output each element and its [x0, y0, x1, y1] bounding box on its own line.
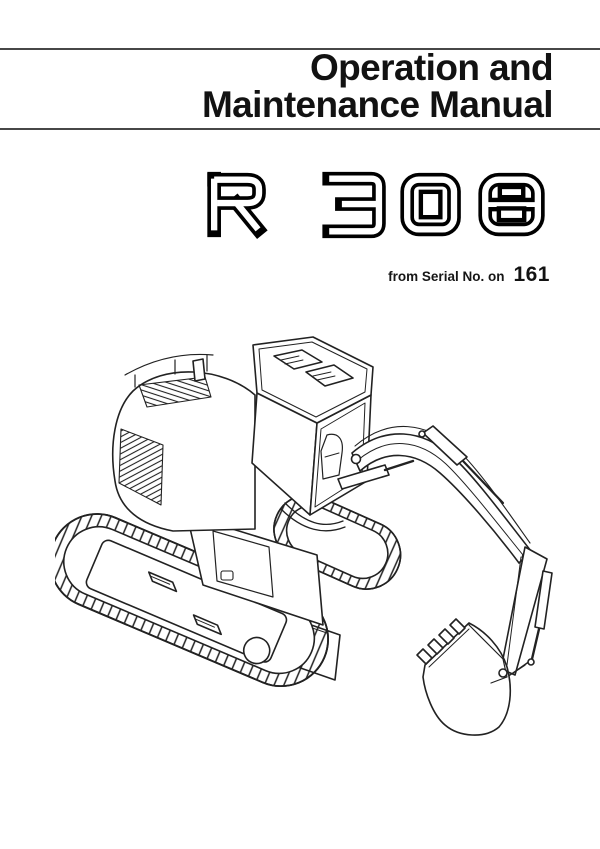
bucket-tooth [449, 618, 466, 635]
excavator-line-art [55, 336, 553, 736]
bucket-pivot [498, 668, 508, 678]
track-grouser [147, 571, 178, 593]
boom-cylinder [337, 464, 390, 490]
bucket-cylinder [534, 570, 553, 630]
page-title-line2: Maintenance Manual [201, 84, 554, 125]
roof-skylight [273, 349, 323, 370]
excavator-illustration [55, 333, 575, 765]
engine-vents [118, 428, 164, 506]
header-bottom-rule [0, 128, 600, 130]
bucket-tooth [438, 628, 455, 645]
roof-skylight [305, 364, 354, 387]
bucket-tooth [416, 648, 433, 665]
page-title-line1: Operation and [310, 47, 554, 88]
model-logo [200, 166, 553, 244]
exhaust-stack [192, 358, 206, 382]
machine-body-panel [186, 514, 324, 626]
model-logo-graphic [207, 171, 545, 239]
boom-pivot [350, 453, 362, 465]
serial-note: from Serial No. on 161 [388, 263, 550, 287]
hydraulic-hoses [284, 502, 344, 525]
bucket-tooth [427, 638, 444, 655]
bucket-linkage [506, 660, 531, 678]
serial-label: from Serial No. on [388, 269, 505, 284]
left-track [55, 513, 329, 688]
engine-top-grille [138, 376, 212, 408]
handrail [124, 353, 214, 376]
operator-seat [320, 433, 343, 480]
bucket [422, 622, 512, 736]
page-title: Operation and Maintenance Manual [201, 47, 554, 125]
header-top-rule [0, 48, 600, 50]
stick [500, 546, 548, 676]
serial-number: 161 [513, 263, 550, 286]
track-grouser [192, 614, 223, 636]
stick-cylinder [422, 425, 468, 466]
